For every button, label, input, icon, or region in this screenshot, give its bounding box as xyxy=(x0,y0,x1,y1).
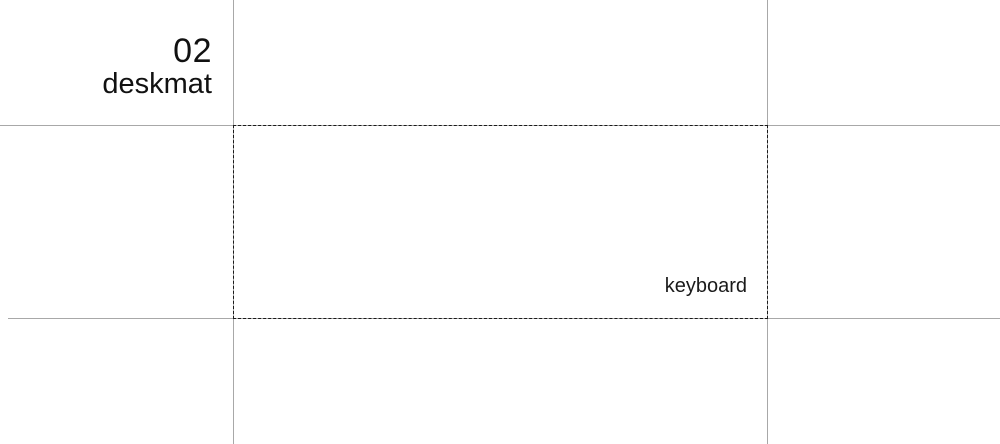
title-number: 02 xyxy=(173,32,212,70)
title-name: deskmat xyxy=(102,68,212,100)
page-title: 02 deskmat xyxy=(102,34,212,99)
keyboard-zone-label: keyboard xyxy=(664,275,747,297)
keyboard-zone: keyboard xyxy=(233,125,768,319)
